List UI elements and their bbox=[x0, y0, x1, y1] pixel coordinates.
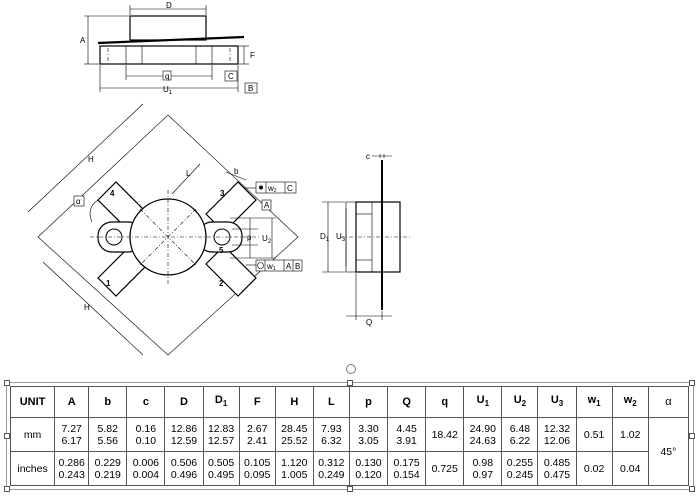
dim-label-D1: D1 bbox=[320, 232, 330, 243]
resize-handle-left[interactable] bbox=[4, 433, 10, 439]
header-cell: U3 bbox=[537, 386, 577, 418]
datum-A-ref: A bbox=[286, 262, 292, 271]
dim-label-alpha: α bbox=[76, 197, 81, 206]
dim-label-F: F bbox=[250, 51, 255, 60]
resize-handle-top[interactable] bbox=[347, 380, 353, 386]
resize-handle-top-right[interactable] bbox=[689, 380, 695, 386]
header-cell: q bbox=[425, 386, 465, 418]
header-cell: A bbox=[54, 386, 90, 418]
value-cell: 1.02 bbox=[611, 417, 649, 452]
dim-label-Q: Q bbox=[366, 318, 372, 327]
resize-handle-bottom-right[interactable] bbox=[689, 486, 695, 492]
header-cell: U2 bbox=[501, 386, 539, 418]
header-cell: D bbox=[164, 386, 204, 418]
datum-C-ref: C bbox=[287, 184, 293, 193]
value-cell: 0.725 bbox=[425, 451, 465, 486]
pin-label-4: 4 bbox=[110, 189, 115, 198]
header-cell: U1 bbox=[463, 386, 503, 418]
header-cell: α bbox=[647, 386, 690, 418]
datum-A: A bbox=[264, 201, 270, 210]
alpha-value-cell: 45° bbox=[647, 417, 690, 486]
header-cell: p bbox=[348, 386, 389, 418]
datum-B-ref: B bbox=[295, 262, 300, 271]
datum-C: C bbox=[228, 72, 234, 81]
dimensions-table[interactable]: UNIT A b c D D1 F H L p Q q U1 U2 U3 w1 … bbox=[9, 386, 690, 486]
dim-label-U3: U3 bbox=[336, 232, 346, 243]
header-cell: w2 bbox=[611, 386, 649, 418]
dim-label-L: L bbox=[186, 169, 191, 178]
dim-label-H-lower: H bbox=[84, 303, 90, 312]
dim-label-c: c bbox=[366, 152, 370, 161]
side-elevation-view: D A F q C U1 B bbox=[80, 1, 258, 96]
dim-label-U2: U2 bbox=[262, 234, 272, 245]
header-cell: Q bbox=[387, 386, 427, 418]
pin-label-5: 5 bbox=[219, 246, 224, 255]
tol-w1-label: w1 bbox=[266, 262, 276, 272]
tol-w2-label: w2 bbox=[267, 184, 277, 194]
dim-label-H-upper: H bbox=[88, 155, 94, 164]
rotate-handle[interactable] bbox=[346, 364, 356, 374]
unit-cell: mm bbox=[9, 417, 56, 452]
package-outline-drawing: D A F q C U1 B H H bbox=[27, 1, 410, 356]
value-cell: 18.42 bbox=[425, 417, 465, 452]
table-header-row: UNIT A b c D D1 F H L p Q q U1 U2 U3 w1 … bbox=[9, 386, 690, 418]
dim-label-p: p bbox=[247, 233, 252, 242]
value-cell: 0.04 bbox=[611, 451, 649, 486]
pin-label-2: 2 bbox=[219, 279, 224, 288]
dim-label-b: b bbox=[234, 167, 239, 176]
dim-label-D: D bbox=[166, 1, 172, 10]
value-cell: 0.51 bbox=[575, 417, 613, 452]
header-cell: UNIT bbox=[9, 386, 56, 418]
header-cell: w1 bbox=[575, 386, 613, 418]
resize-handle-bottom[interactable] bbox=[347, 486, 353, 492]
resize-handle-top-left[interactable] bbox=[4, 380, 10, 386]
plan-view: H H 4 3 1 2 5 L b α bbox=[27, 103, 303, 356]
value-cell: 0.02 bbox=[575, 451, 613, 486]
pin-label-1: 1 bbox=[106, 279, 111, 288]
header-cell: H bbox=[274, 386, 314, 418]
resize-handle-right[interactable] bbox=[689, 433, 695, 439]
dim-label-U1: U1 bbox=[163, 85, 173, 96]
datum-B: B bbox=[248, 84, 253, 93]
resize-handle-bottom-left[interactable] bbox=[4, 486, 10, 492]
header-cell: D1 bbox=[202, 386, 240, 418]
header-cell: F bbox=[238, 386, 276, 418]
header-cell: c bbox=[126, 386, 166, 418]
header-cell: L bbox=[312, 386, 350, 418]
dim-label-q: q bbox=[165, 72, 169, 81]
header-cell: b bbox=[88, 386, 128, 418]
unit-cell: inches bbox=[9, 451, 56, 486]
dim-label-A: A bbox=[80, 36, 86, 45]
end-elevation-view: c D1 U3 Q bbox=[320, 152, 410, 327]
pin-label-3: 3 bbox=[220, 189, 225, 198]
